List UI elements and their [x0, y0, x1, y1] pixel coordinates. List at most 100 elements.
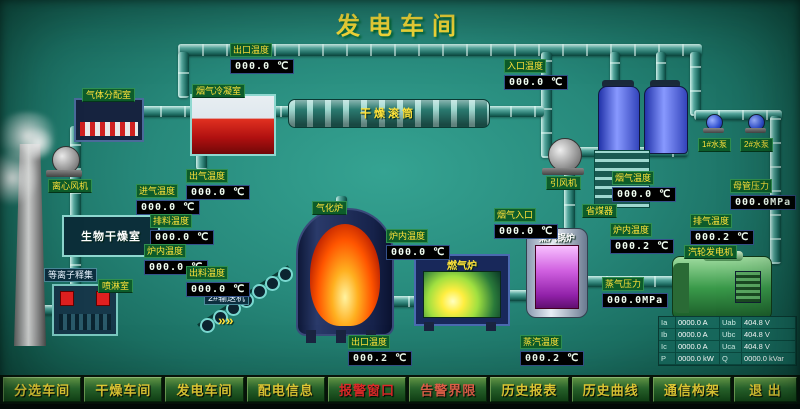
drying-drum	[288, 99, 490, 128]
gas-furnace: 燃气炉	[414, 254, 510, 326]
table-cell: 0000.0 A	[676, 341, 720, 353]
sensor-exhaust-temp: 排气温度 000.2 ℃	[690, 211, 755, 245]
pipe-mid-drop	[541, 52, 552, 158]
sensor-gas-in-temp: 进气温度 000.0 ℃	[136, 181, 201, 215]
label-spray-room: 喷淋室	[98, 279, 134, 293]
pipe-top-left-drop	[178, 52, 189, 98]
conveyor-roller	[213, 310, 228, 325]
plasma-indicator-2	[96, 291, 110, 306]
table-cell: P	[659, 353, 676, 365]
centrifugal-fan-base	[46, 170, 82, 177]
menu-button-sorting-workshop[interactable]: 分选车间	[3, 377, 82, 402]
conveyor-roller	[200, 318, 215, 333]
table-cell: 404.8 V	[742, 329, 796, 341]
water-pump-1-base	[703, 128, 724, 133]
table-cell: 0000.0 A	[676, 329, 720, 341]
sensor-steam-temp: 蒸汽温度 000.2 ℃	[520, 332, 585, 366]
pipe-tank2-feed	[656, 52, 666, 88]
pipe-gasifier-to-furnace	[384, 296, 418, 307]
pipe-drum-outlet	[486, 106, 544, 117]
sensor-steam-pressure: 蒸气压力 000.0MPa	[602, 274, 669, 308]
generator-readout-table: Ia 0000.0 A Uab 404.8 V Ib 0000.0 A Ubc …	[658, 316, 797, 366]
pipe-right-edge	[770, 116, 781, 264]
sensor-boiler-inner-temp: 炉内温度 000.2 ℃	[610, 220, 675, 254]
pipe-fan-down	[564, 172, 575, 230]
plasma-unit	[52, 284, 118, 336]
pipe-chimney-link	[34, 305, 62, 315]
pipe-furnace-to-boiler	[502, 290, 530, 301]
pipe-tank1-feed	[610, 52, 620, 88]
label-economizer: 省煤器	[582, 204, 618, 218]
sensor-inlet-temp-top: 入口温度 000.0 ℃	[504, 56, 569, 90]
menu-button-communication-framework[interactable]: 通信构架	[652, 377, 731, 402]
gasifier-leg	[306, 330, 316, 343]
induced-fan-icon	[548, 138, 582, 172]
label-gasifier: 气化炉	[312, 201, 348, 215]
conveyor-roller	[252, 284, 267, 299]
sensor-gasifier-outlet-temp: 出口温度 000.2 ℃	[348, 332, 413, 366]
sensor-header-pressure: 母管压力 000.0MPa	[730, 176, 797, 210]
water-tank-2-cap	[650, 80, 680, 88]
pipe-condenser-drop	[196, 148, 207, 170]
screen-bottom-bezel	[0, 404, 800, 409]
sensor-discharge-temp: 排料温度 000.0 ℃	[150, 211, 215, 245]
induced-fan-base	[542, 168, 584, 175]
turbine-generator	[672, 251, 772, 320]
menu-button-power-workshop[interactable]: 发电车间	[165, 377, 244, 402]
gasifier-vessel	[296, 208, 394, 336]
menu-button-drying-workshop[interactable]: 干燥车间	[84, 377, 163, 402]
conveyor-roller	[265, 276, 280, 291]
water-tank-1	[598, 86, 640, 154]
menu-button-history-curve[interactable]: 历史曲线	[571, 377, 650, 402]
sensor-flue-inlet-temp: 烟气入口 000.0 ℃	[494, 205, 559, 239]
table-cell: Uca	[720, 341, 742, 353]
table-cell: 0000.0 kW	[676, 353, 720, 365]
label-turbine-generator: 汽轮发电机	[684, 245, 738, 259]
page-title: 发电车间	[336, 13, 464, 40]
steam-boiler: 蒸汽锅炉	[526, 228, 588, 318]
water-pump-2-base	[745, 128, 766, 133]
table-cell: Q	[720, 353, 742, 365]
label-induced-fan: 引风机	[546, 176, 582, 190]
gas-distribution-room	[74, 98, 144, 142]
label-plasma-unit: 等离子释集	[44, 268, 98, 282]
table-cell: Ic	[659, 341, 676, 353]
centrifugal-fan-icon	[52, 146, 80, 174]
gasifier-leg	[336, 330, 346, 343]
steam-boiler-window	[535, 245, 579, 309]
gasifier-flame	[310, 224, 380, 326]
label-gas-distribution-room: 气体分配室	[82, 88, 136, 102]
menu-button-alarm-limits[interactable]: 告警界限	[409, 377, 488, 402]
menu-button-alarm-window[interactable]: 报警窗口	[327, 377, 407, 402]
drum-label: 干燥滚筒	[360, 108, 416, 120]
menu-button-power-distribution-info[interactable]: 配电信息	[246, 377, 325, 402]
sensor-gasifier-inner-temp: 炉内温度 000.0 ℃	[386, 226, 451, 260]
gas-furnace-leg	[486, 322, 496, 331]
table-cell: Ubc	[720, 329, 742, 341]
label-centrifugal-fan: 离心风机	[48, 179, 93, 193]
sensor-gas-out-temp: 出气温度 000.0 ℃	[186, 166, 251, 200]
sensor-dryer-inner-temp: 炉内温度 000.0 ℃	[144, 241, 209, 275]
menu-button-exit[interactable]: 退 出	[733, 377, 797, 402]
plasma-indicator-1	[60, 291, 74, 306]
conveyor-roller	[278, 267, 293, 282]
label-water-pump-2: 2#水泵	[740, 138, 773, 152]
menu-button-history-report[interactable]: 历史报表	[490, 377, 569, 402]
gas-distribution-grille	[80, 122, 138, 136]
table-cell: 0000.0 kVar	[742, 353, 796, 365]
table-cell: Ib	[659, 329, 676, 341]
sensor-outlet-temp-top: 出口温度 000.0 ℃	[230, 40, 295, 74]
table-cell: 404.8 V	[742, 341, 796, 353]
gas-furnace-flame-window	[423, 271, 501, 318]
table-cell: Ia	[659, 317, 676, 329]
table-cell: Uab	[720, 317, 742, 329]
flue-gas-condenser	[190, 94, 276, 156]
pipe-pump-line	[694, 110, 782, 120]
conveyor-arrows: »»	[218, 312, 234, 328]
generator-vent	[735, 271, 761, 303]
water-tank-2	[644, 86, 688, 154]
bio-drying-room-label: 生物干燥室	[81, 231, 141, 243]
gas-furnace-label: 燃气炉	[447, 261, 477, 272]
gas-furnace-leg	[424, 322, 434, 331]
